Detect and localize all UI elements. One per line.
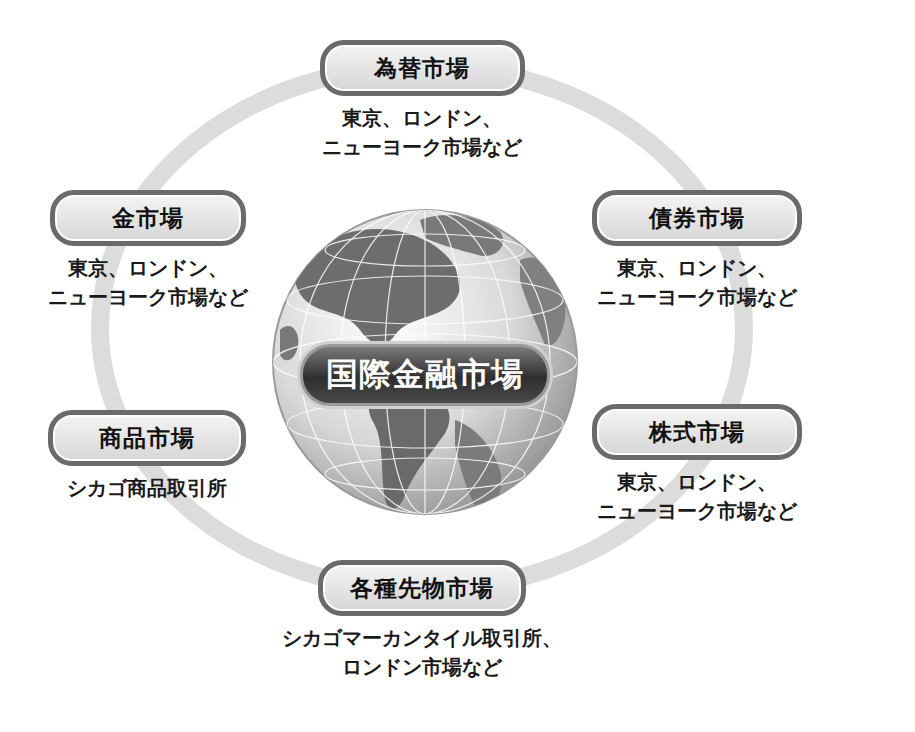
market-name: 株式市場 bbox=[649, 417, 745, 448]
market-locations: 東京、ロンドン、 ニューヨーク市場など bbox=[13, 254, 283, 312]
market-name: 金市場 bbox=[112, 203, 184, 234]
market-node: 金市場東京、ロンドン、 ニューヨーク市場など bbox=[13, 190, 283, 312]
center-pill: 国際金融市場 bbox=[300, 344, 550, 406]
market-name: 国際金融市場 bbox=[326, 353, 524, 397]
market-pill: 金市場 bbox=[50, 190, 246, 246]
market-node: 株式市場東京、ロンドン、 ニューヨーク市場など bbox=[562, 404, 832, 526]
market-locations: 東京、ロンドン、 ニューヨーク市場など bbox=[562, 468, 832, 526]
market-node: 各種先物市場シカゴマーカンタイル取引所、 ロンドン市場など bbox=[212, 560, 632, 682]
market-pill: 債券市場 bbox=[592, 190, 802, 246]
market-pill: 商品市場 bbox=[48, 410, 246, 466]
market-pill: 各種先物市場 bbox=[318, 560, 526, 616]
market-node: 債券市場東京、ロンドン、 ニューヨーク市場など bbox=[562, 190, 832, 312]
market-locations: シカゴマーカンタイル取引所、 ロンドン市場など bbox=[212, 624, 632, 682]
market-name: 各種先物市場 bbox=[350, 573, 494, 604]
market-pill: 為替市場 bbox=[320, 40, 525, 96]
continents bbox=[280, 215, 565, 515]
market-node: 商品市場シカゴ商品取引所 bbox=[12, 410, 282, 503]
market-locations: 東京、ロンドン、 ニューヨーク市場など bbox=[562, 254, 832, 312]
market-name: 為替市場 bbox=[374, 53, 470, 84]
market-pill: 株式市場 bbox=[592, 404, 802, 460]
globe bbox=[273, 210, 577, 514]
market-name: 債券市場 bbox=[649, 203, 745, 234]
center-node: 国際金融市場 bbox=[300, 344, 550, 406]
globe-grid bbox=[273, 210, 577, 514]
market-node: 為替市場東京、ロンドン、 ニューヨーク市場など bbox=[257, 40, 587, 162]
market-locations: シカゴ商品取引所 bbox=[12, 474, 282, 503]
market-name: 商品市場 bbox=[99, 423, 195, 454]
market-locations: 東京、ロンドン、 ニューヨーク市場など bbox=[257, 104, 587, 162]
